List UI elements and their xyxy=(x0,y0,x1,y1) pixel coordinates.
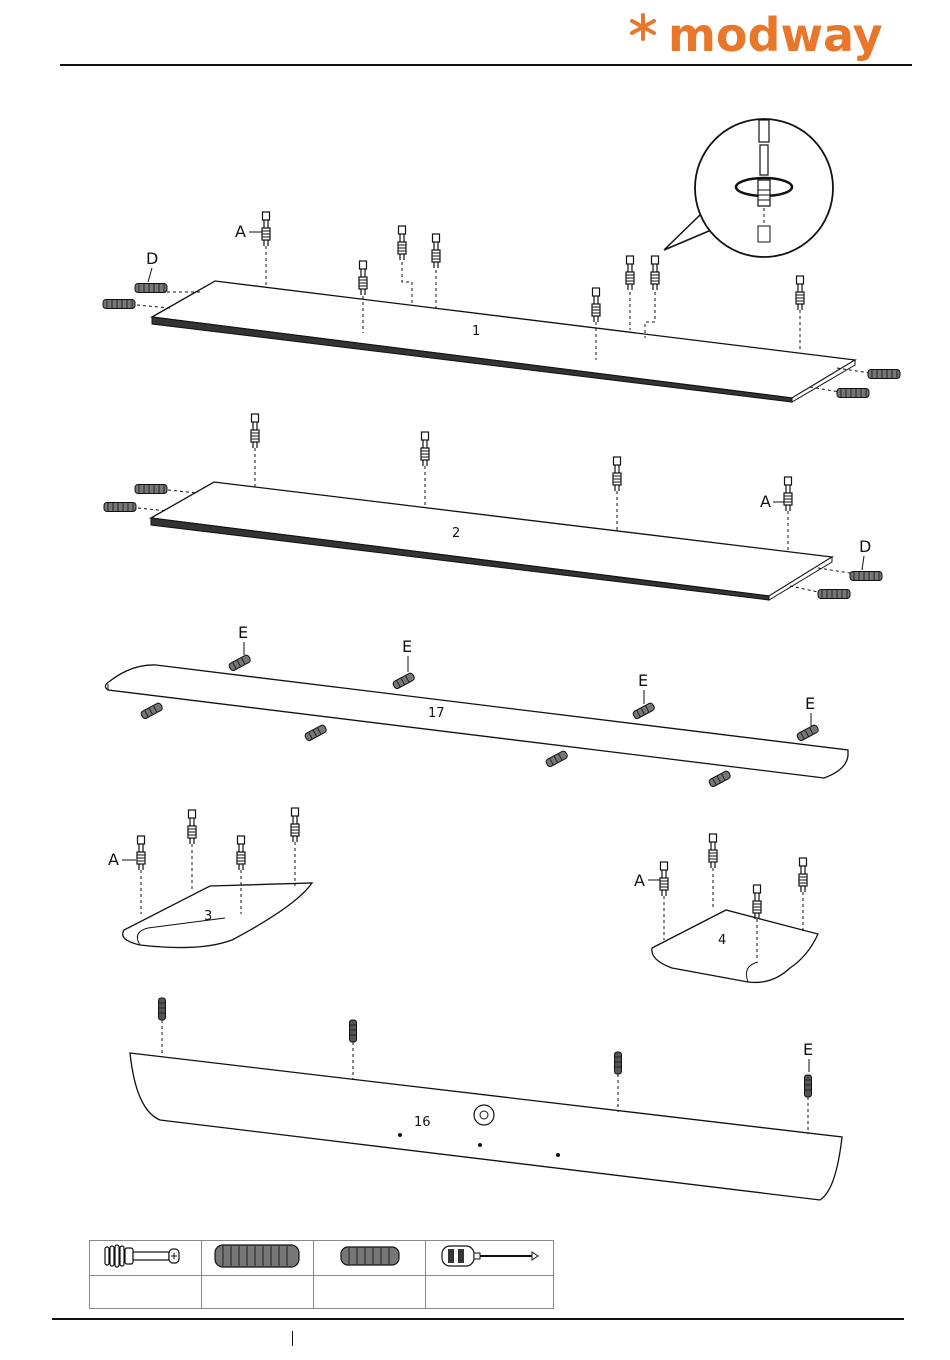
label-dowel-d-1: D xyxy=(146,249,158,268)
hardware-label-1 xyxy=(90,1276,202,1309)
label-screw-a-1: A xyxy=(235,222,246,241)
part-number-1: 1 xyxy=(472,324,480,339)
hardware-table xyxy=(89,1240,554,1309)
label-screw-a-3: A xyxy=(108,850,119,869)
side-panel-3: A 3 xyxy=(108,808,312,948)
label-dowel-e-3: E xyxy=(638,671,648,690)
footer-divider xyxy=(52,1318,904,1320)
hardware-cell-small-dowel xyxy=(313,1241,425,1276)
panel-16: E 16 xyxy=(130,998,842,1200)
hardware-cell-screwdriver xyxy=(425,1241,553,1276)
label-dowel-e-1: E xyxy=(238,623,248,642)
detail-callout xyxy=(664,119,833,257)
screwdriver-icon xyxy=(434,1243,544,1269)
label-dowel-e-5: E xyxy=(803,1040,813,1059)
cam-screw-icon xyxy=(97,1243,193,1269)
panel-2: A D 2 xyxy=(104,414,882,600)
label-screw-a-2: A xyxy=(760,492,771,511)
label-dowel-d-2: D xyxy=(859,537,871,556)
footer-separator xyxy=(292,1331,293,1346)
hardware-label-3 xyxy=(313,1276,425,1309)
part-number-2: 2 xyxy=(452,526,460,541)
panel-17: E E E E 17 xyxy=(105,623,848,788)
label-screw-a-4: A xyxy=(634,871,645,890)
part-number-3: 3 xyxy=(204,909,212,924)
part-number-17: 17 xyxy=(428,706,445,721)
part-number-4: 4 xyxy=(718,933,726,948)
hardware-label-2 xyxy=(201,1276,313,1309)
label-dowel-e-2: E xyxy=(402,637,412,656)
side-panel-4: A 4 xyxy=(634,834,818,982)
hardware-cell-cam-screw xyxy=(90,1241,202,1276)
small-dowel-icon xyxy=(321,1243,417,1269)
part-number-16: 16 xyxy=(414,1115,431,1130)
hardware-cell-large-dowel xyxy=(201,1241,313,1276)
large-dowel-icon xyxy=(209,1243,305,1269)
label-dowel-e-4: E xyxy=(805,694,815,713)
hardware-label-4 xyxy=(425,1276,553,1309)
